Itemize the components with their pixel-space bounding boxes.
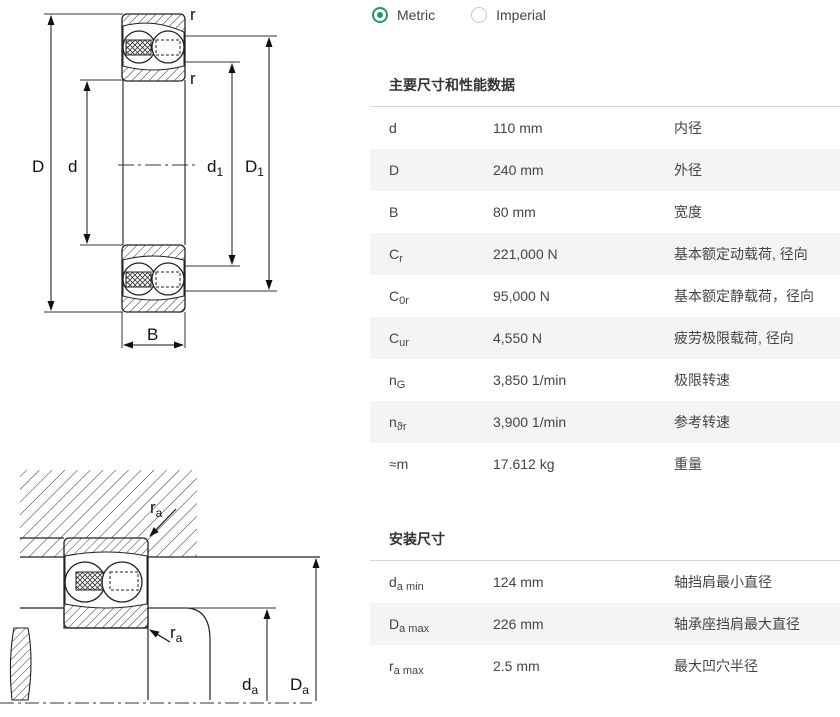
table-row: ≈m 17.612 kg 重量 — [370, 443, 840, 485]
symbol-subscript: G — [396, 379, 406, 391]
label-ra-top: ra — [150, 498, 163, 520]
row-value: 3,850 1/min — [493, 372, 567, 388]
bearing-section-drawing: D d d1 D1 B r r — [32, 5, 277, 349]
label-d1: d1 — [207, 157, 223, 179]
symbol-subscript: ϑr — [396, 421, 407, 433]
mounting-dimensions-divider — [370, 560, 840, 561]
symbol-subscript: r — [399, 253, 403, 265]
row-value: 221,000 N — [493, 246, 558, 262]
row-symbol: C0r — [370, 288, 493, 307]
symbol-subscript: a max — [399, 623, 430, 635]
symbol-subscript: a max — [393, 665, 424, 677]
label-d: d — [68, 157, 77, 176]
imperial-radio[interactable] — [471, 7, 488, 23]
symbol-main: D — [389, 162, 400, 178]
row-description: 最大凹穴半径 — [674, 658, 758, 674]
metric-label: Metric — [397, 7, 436, 23]
row-description: 疲劳极限载荷, 径向 — [674, 330, 794, 346]
symbol-main: B — [389, 204, 399, 220]
table-row: D 240 mm 外径 — [370, 149, 840, 191]
row-value: 17.612 kg — [493, 456, 555, 472]
row-symbol: nϑr — [370, 414, 493, 433]
symbol-main: C — [389, 288, 400, 304]
row-value: 2.5 mm — [493, 658, 540, 674]
row-value: 110 mm — [493, 120, 543, 136]
row-description: 基本额定动载荷, 径向 — [674, 246, 808, 262]
symbol-main: r — [389, 658, 394, 674]
label-D1: D1 — [245, 157, 264, 179]
symbol-main: C — [389, 246, 400, 262]
imperial-option[interactable]: Imperial — [471, 7, 546, 23]
row-symbol: ≈m — [370, 456, 493, 472]
data-panel: Metric Imperial 主要尺寸和性能数据 d 110 mm 内径 D 240 … — [370, 0, 840, 717]
row-value: 124 mm — [493, 574, 544, 590]
symbol-subscript: ur — [399, 337, 409, 349]
label-r-mid: r — [190, 69, 196, 88]
imperial-label: Imperial — [496, 7, 546, 23]
metric-option[interactable]: Metric — [372, 7, 435, 23]
symbol-subscript: 0r — [399, 295, 409, 307]
row-value: 3,900 1/min — [493, 414, 567, 430]
table-row: d 110 mm 内径 — [370, 107, 840, 149]
row-description: 轴挡肩最小直径 — [674, 574, 772, 590]
row-value: 240 mm — [493, 162, 544, 178]
row-symbol: B — [370, 204, 493, 220]
metric-radio[interactable] — [372, 7, 388, 23]
row-symbol: da min — [370, 574, 493, 593]
row-description: 参考转速 — [674, 414, 730, 430]
label-da: da — [242, 675, 258, 697]
label-r-top: r — [190, 5, 196, 24]
row-value: 4,550 N — [493, 330, 543, 346]
label-Da: Da — [290, 675, 309, 697]
main-dimensions-divider — [370, 106, 840, 107]
row-description: 内径 — [674, 120, 702, 136]
row-description: 宽度 — [674, 204, 702, 220]
symbol-main: n — [389, 372, 397, 388]
row-description: 基本额定静载荷，径向 — [674, 288, 814, 304]
row-symbol: nG — [370, 372, 493, 391]
row-value: 80 mm — [493, 204, 536, 220]
row-symbol: Cur — [370, 330, 493, 349]
row-description: 重量 — [674, 456, 702, 472]
label-D: D — [32, 157, 44, 176]
row-description: 外径 — [674, 162, 702, 178]
row-symbol: ra max — [370, 658, 493, 677]
mounting-drawing: ra ra da Da — [0, 470, 320, 704]
row-description: 极限转速 — [674, 372, 730, 388]
symbol-main: n — [389, 414, 397, 430]
row-value: 226 mm — [493, 616, 544, 632]
main-dimensions-title: 主要尺寸和性能数据 — [389, 77, 515, 93]
symbol-main: D — [389, 616, 400, 632]
label-ra-bottom: ra — [170, 623, 183, 645]
label-B: B — [147, 325, 158, 344]
upper-ring-section — [121, 13, 186, 82]
row-symbol: D — [370, 162, 493, 178]
lower-ring-section — [121, 244, 186, 313]
symbol-main: d — [389, 574, 397, 590]
row-symbol: d — [370, 120, 493, 136]
bearing-drawings: D d d1 D1 B r r ra ra — [0, 5, 320, 704]
row-symbol: Da max — [370, 616, 493, 635]
mounting-dimensions-title: 安装尺寸 — [389, 531, 445, 547]
symbol-subscript: a min — [396, 581, 424, 593]
table-row: B 80 mm 宽度 — [370, 191, 840, 233]
symbol-main: ≈m — [389, 456, 409, 472]
symbol-main: d — [389, 120, 397, 136]
unit-selector: Metric Imperial — [372, 7, 546, 23]
row-description: 轴承座挡肩最大直径 — [674, 616, 800, 632]
row-symbol: Cr — [370, 246, 493, 265]
row-value: 95,000 N — [493, 288, 550, 304]
symbol-main: C — [389, 330, 400, 346]
